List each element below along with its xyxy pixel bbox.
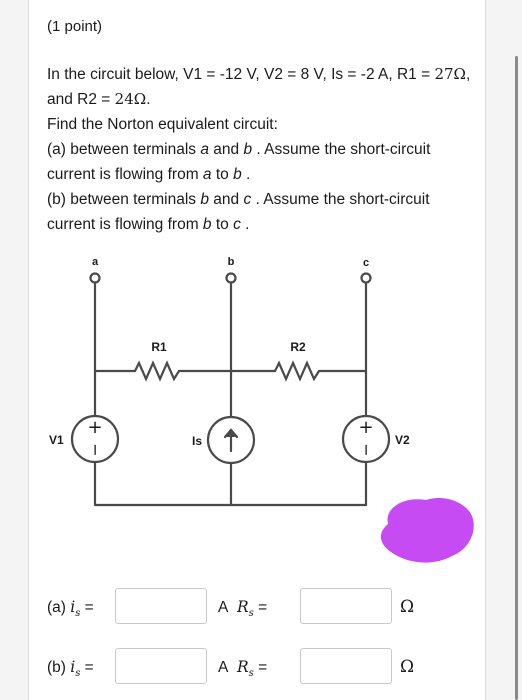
answer-a-ohm-unit: Ω [400, 597, 415, 617]
answer-row-b: (b) is = A Rs = Ω [29, 648, 487, 688]
points-label: (1 point) [47, 18, 103, 35]
answer-b-rs-label: A Rs = [218, 658, 268, 680]
terminal-b-label: b [228, 256, 235, 268]
terminal-c-dot [360, 272, 372, 284]
v2-label: V2 [395, 433, 410, 447]
problem-task: Find the Norton equivalent circuit: [47, 116, 278, 133]
v1-label: V1 [49, 433, 64, 447]
resistor-r1-zigzag [133, 360, 181, 382]
answer-row-a: (a) is = A Rs = Ω [29, 588, 487, 628]
answer-b-ohm-unit: Ω [400, 657, 415, 677]
terminal-c-label: c [363, 257, 369, 269]
problem-part-a: (a) between terminals a and b . Assume t… [47, 141, 431, 183]
r2-label: R2 [290, 340, 306, 354]
source-v1 [70, 414, 120, 464]
answer-a-label: (a) is = [47, 598, 94, 620]
answer-a-current-input[interactable] [115, 588, 207, 624]
source-v2 [341, 414, 391, 464]
arrow-is-head [223, 428, 239, 439]
problem-intro: In the circuit below, V1 = -12 V, V2 = 8… [47, 65, 471, 108]
problem-statement: In the circuit below, V1 = -12 V, V2 = 8… [47, 62, 472, 237]
answer-b-resistance-input[interactable] [300, 648, 392, 684]
terminal-a-dot [89, 272, 101, 284]
problem-part-b: (b) between terminals b and c . Assume t… [47, 191, 430, 233]
r1-label: R1 [151, 340, 167, 354]
redaction-blob [380, 497, 474, 563]
answer-b-current-input[interactable] [115, 648, 207, 684]
v2-plus: + [358, 417, 373, 438]
r2-value: 24Ω [114, 90, 147, 108]
resistor-r2-zigzag [273, 360, 321, 382]
terminal-b-dot [225, 272, 237, 284]
scrollbar[interactable] [515, 56, 518, 700]
r1-value: 27Ω [434, 65, 466, 83]
is-label: Is [192, 434, 202, 448]
v1-minus: − [86, 443, 105, 456]
answer-a-rs-label: A Rs = [218, 598, 268, 620]
v2-minus: − [357, 443, 376, 456]
v1-plus: + [87, 417, 102, 438]
circuit-diagram: a b c R1 R2 V1 V2 Is + − + − [49, 256, 410, 507]
answer-a-resistance-input[interactable] [300, 588, 392, 624]
terminal-a-label: a [92, 256, 99, 268]
answer-b-label: (b) is = [47, 658, 94, 680]
question-card: (1 point) In the circuit below, V1 = -12… [28, 0, 486, 700]
